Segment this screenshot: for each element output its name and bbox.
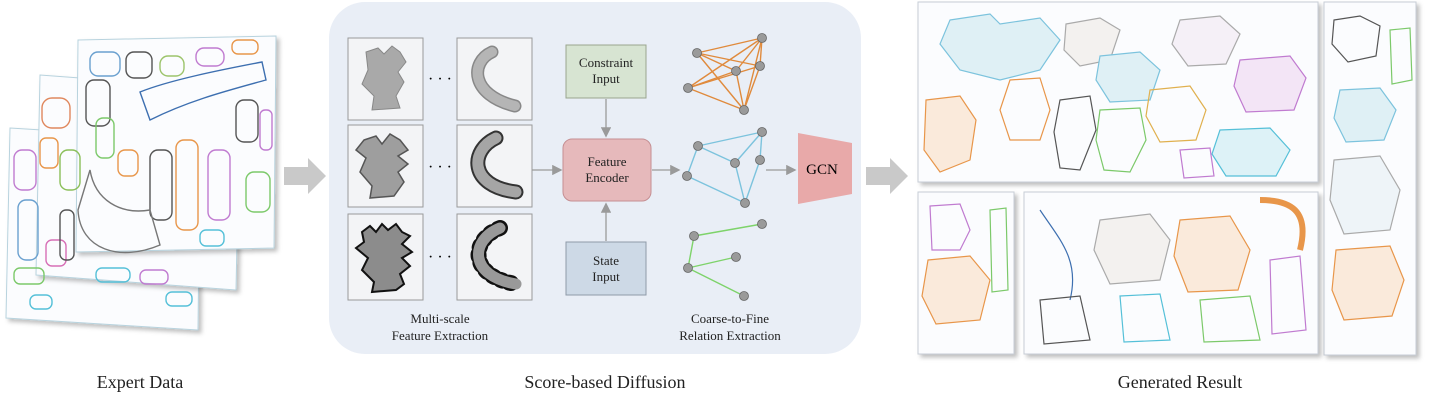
- expert-data-stack: [5, 35, 277, 331]
- multiscale-label: Multi-scale Feature Extraction: [391, 311, 489, 343]
- constraint-input-label: Constraint Input: [578, 55, 634, 86]
- gcn-label: GCN: [806, 162, 838, 178]
- generated-result-sheets: [917, 1, 1417, 356]
- relation-graph-coarse: [683, 33, 767, 115]
- arrow-to-diffusion: [284, 158, 326, 194]
- relation-graph-fine: [683, 219, 767, 301]
- relation-label: Coarse-to-Fine Relation Extraction: [679, 311, 781, 343]
- gcn-node: [798, 133, 852, 204]
- ellipsis-3: · · ·: [428, 249, 452, 266]
- feature-encoder-node: [562, 138, 652, 202]
- multiscale-shapes: [347, 37, 533, 301]
- ellipsis-1: · · ·: [428, 71, 452, 88]
- state-input-node: [565, 241, 647, 296]
- caption-generated-result: Generated Result: [1117, 372, 1243, 392]
- caption-score-diffusion: Score-based Diffusion: [524, 372, 686, 392]
- state-input-label: State Input: [592, 253, 620, 284]
- ellipsis-2: · · ·: [428, 159, 452, 176]
- arrow-to-result: [866, 158, 908, 194]
- caption-expert-data: Expert Data: [96, 372, 184, 392]
- constraint-input-node: [565, 44, 647, 99]
- relation-graph-medium: [682, 127, 767, 208]
- connector-arrows: [532, 99, 797, 241]
- feature-encoder-label: Feature Encoder: [585, 154, 629, 185]
